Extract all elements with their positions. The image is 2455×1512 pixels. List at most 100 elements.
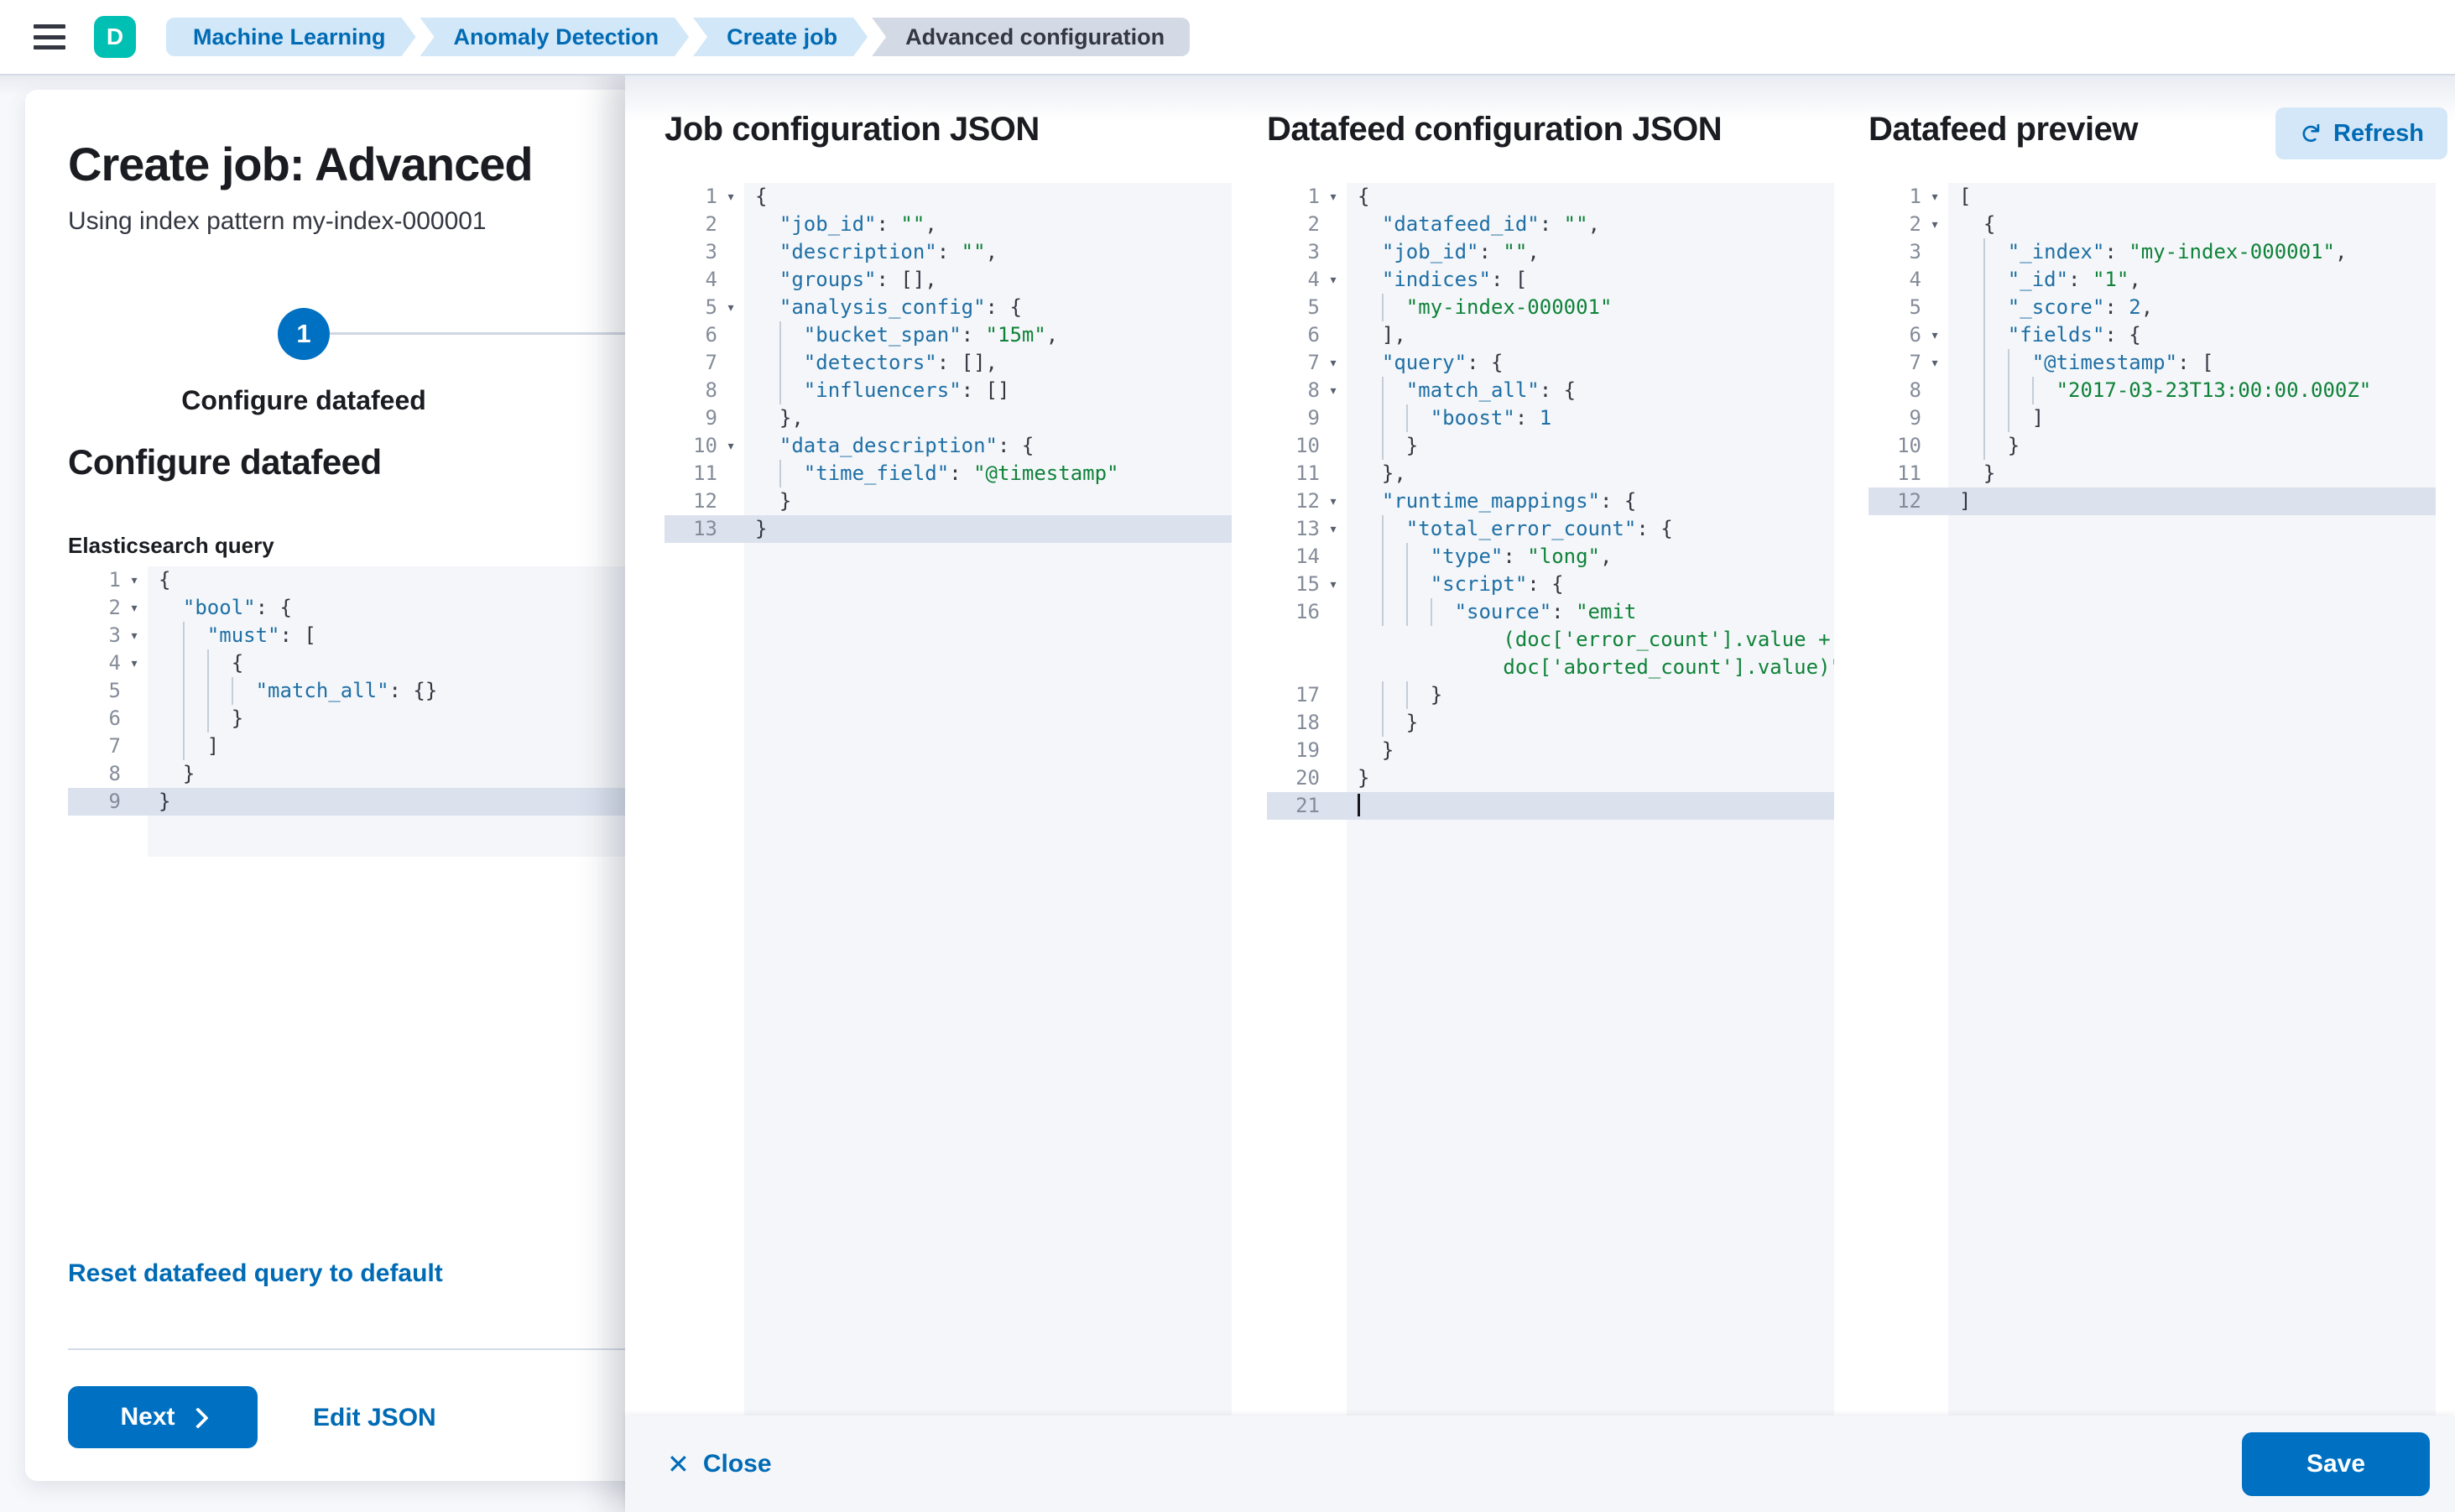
code-content[interactable]: "bucket_span": "15m", bbox=[744, 321, 1232, 349]
code-line[interactable]: 3▾ "must": [ bbox=[68, 622, 663, 649]
datafeed-preview-editor[interactable]: 1▾[2▾ {3 "_index": "my-index-000001",4 "… bbox=[1869, 183, 2436, 1416]
user-avatar[interactable]: D bbox=[94, 16, 136, 58]
code-line[interactable]: 5 "my-index-000001" bbox=[1267, 294, 1834, 321]
code-content[interactable]: "match_all": {} bbox=[148, 677, 663, 705]
code-line[interactable]: 6 ], bbox=[1267, 321, 1834, 349]
code-content[interactable]: "time_field": "@timestamp" bbox=[744, 460, 1232, 487]
code-content[interactable]: "type": "long", bbox=[1347, 543, 1834, 571]
code-line[interactable]: 1▾[ bbox=[1869, 183, 2436, 211]
fold-toggle-icon[interactable]: ▾ bbox=[1930, 354, 1940, 372]
code-content[interactable]: "source": "emit bbox=[1347, 598, 1834, 626]
code-line[interactable]: (doc['error_count'].value + bbox=[1267, 626, 1834, 654]
code-content[interactable]: }, bbox=[744, 404, 1232, 432]
code-line[interactable]: 12] bbox=[1869, 487, 2436, 515]
step-1-indicator[interactable]: 1 bbox=[278, 308, 330, 360]
code-line[interactable]: 7▾ "query": { bbox=[1267, 349, 1834, 377]
datafeed-configuration-json-editor[interactable]: 1▾{2 "datafeed_id": "",3 "job_id": "",4▾… bbox=[1267, 183, 1834, 1416]
code-content[interactable] bbox=[1347, 820, 1834, 1416]
code-content[interactable]: ] bbox=[1948, 487, 2436, 515]
code-line[interactable]: 4▾ "indices": [ bbox=[1267, 266, 1834, 294]
code-line[interactable]: 1▾{ bbox=[1267, 183, 1834, 211]
fold-toggle-icon[interactable]: ▾ bbox=[129, 599, 139, 617]
breadcrumb-item[interactable]: Create job bbox=[693, 18, 868, 56]
code-content[interactable]: "match_all": { bbox=[1347, 377, 1834, 404]
fold-toggle-icon[interactable]: ▾ bbox=[129, 571, 139, 589]
code-line[interactable]: 16 "source": "emit bbox=[1267, 598, 1834, 626]
job-configuration-json-editor[interactable]: 1▾{2 "job_id": "",3 "description": "",4 … bbox=[665, 183, 1232, 1416]
editor-empty-area[interactable] bbox=[68, 816, 663, 857]
code-line[interactable]: 11 "time_field": "@timestamp" bbox=[665, 460, 1232, 487]
code-line[interactable]: 5 "match_all": {} bbox=[68, 677, 663, 705]
code-content[interactable]: }, bbox=[1347, 460, 1834, 487]
fold-toggle-icon[interactable]: ▾ bbox=[1930, 188, 1940, 206]
code-line[interactable]: 7 ] bbox=[68, 733, 663, 760]
breadcrumb-item[interactable]: Anomaly Detection bbox=[420, 18, 690, 56]
code-line[interactable]: 4 "_id": "1", bbox=[1869, 266, 2436, 294]
code-line[interactable]: 11 }, bbox=[1267, 460, 1834, 487]
edit-json-link[interactable]: Edit JSON bbox=[313, 1404, 436, 1431]
code-content[interactable]: ] bbox=[1948, 404, 2436, 432]
code-line[interactable]: 14 "type": "long", bbox=[1267, 543, 1834, 571]
code-line[interactable]: 13} bbox=[665, 515, 1232, 543]
code-line[interactable]: 7 "detectors": [], bbox=[665, 349, 1232, 377]
code-content[interactable]: } bbox=[744, 515, 1232, 543]
code-line[interactable]: 5▾ "analysis_config": { bbox=[665, 294, 1232, 321]
code-content[interactable]: "_id": "1", bbox=[1948, 266, 2436, 294]
code-content[interactable]: } bbox=[148, 760, 663, 788]
fold-toggle-icon[interactable]: ▾ bbox=[1930, 216, 1940, 233]
code-content[interactable]: (doc['error_count'].value + bbox=[1347, 626, 1834, 654]
code-content[interactable]: { bbox=[1347, 183, 1834, 211]
code-content[interactable]: "bool": { bbox=[148, 594, 663, 622]
code-content[interactable]: "fields": { bbox=[1948, 321, 2436, 349]
breadcrumb-item[interactable]: Machine Learning bbox=[166, 18, 416, 56]
code-line[interactable]: 8 } bbox=[68, 760, 663, 788]
code-line[interactable]: 6 } bbox=[68, 705, 663, 733]
code-content[interactable]: "@timestamp": [ bbox=[1948, 349, 2436, 377]
code-line[interactable]: 9 "boost": 1 bbox=[1267, 404, 1834, 432]
code-line[interactable]: 2▾ { bbox=[1869, 211, 2436, 238]
save-button[interactable]: Save bbox=[2242, 1431, 2430, 1496]
fold-toggle-icon[interactable]: ▾ bbox=[1328, 576, 1338, 593]
code-line[interactable]: 7▾ "@timestamp": [ bbox=[1869, 349, 2436, 377]
code-content[interactable]: ] bbox=[148, 733, 663, 760]
code-line[interactable]: 1▾{ bbox=[665, 183, 1232, 211]
code-line[interactable]: doc['aborted_count'].value)" bbox=[1267, 654, 1834, 681]
code-line[interactable]: 9 }, bbox=[665, 404, 1232, 432]
fold-toggle-icon[interactable]: ▾ bbox=[1328, 382, 1338, 399]
code-content[interactable]: } bbox=[1347, 764, 1834, 792]
fold-toggle-icon[interactable]: ▾ bbox=[1328, 493, 1338, 510]
reset-datafeed-query-link[interactable]: Reset datafeed query to default bbox=[68, 1259, 443, 1287]
fold-toggle-icon[interactable]: ▾ bbox=[1328, 354, 1338, 372]
code-line[interactable]: 19 } bbox=[1267, 737, 1834, 764]
code-line[interactable]: 12▾ "runtime_mappings": { bbox=[1267, 487, 1834, 515]
code-line[interactable]: 9} bbox=[68, 788, 663, 816]
code-content[interactable]: "script": { bbox=[1347, 571, 1834, 598]
fold-toggle-icon[interactable]: ▾ bbox=[1328, 188, 1338, 206]
code-line[interactable]: 10 } bbox=[1267, 432, 1834, 460]
code-line[interactable]: 10 } bbox=[1869, 432, 2436, 460]
fold-toggle-icon[interactable]: ▾ bbox=[726, 188, 736, 206]
close-button[interactable]: ✕ Close bbox=[667, 1448, 772, 1480]
code-content[interactable]: "influencers": [] bbox=[744, 377, 1232, 404]
code-line[interactable]: 4▾ { bbox=[68, 649, 663, 677]
code-content[interactable]: "2017-03-23T13:00:00.000Z" bbox=[1948, 377, 2436, 404]
code-line[interactable]: 8 "influencers": [] bbox=[665, 377, 1232, 404]
code-content[interactable]: } bbox=[744, 487, 1232, 515]
code-content[interactable]: { bbox=[1948, 211, 2436, 238]
code-content[interactable]: doc['aborted_count'].value)" bbox=[1347, 654, 1834, 681]
code-content[interactable]: [ bbox=[1948, 183, 2436, 211]
code-line[interactable]: 2 "job_id": "", bbox=[665, 211, 1232, 238]
code-content[interactable]: { bbox=[744, 183, 1232, 211]
code-content[interactable]: } bbox=[1347, 681, 1834, 709]
code-content[interactable]: "description": "", bbox=[744, 238, 1232, 266]
fold-toggle-icon[interactable]: ▾ bbox=[1328, 520, 1338, 538]
code-line[interactable]: 5 "_score": 2, bbox=[1869, 294, 2436, 321]
code-content[interactable]: { bbox=[148, 566, 663, 594]
code-content[interactable]: "_score": 2, bbox=[1948, 294, 2436, 321]
code-content[interactable]: } bbox=[1347, 737, 1834, 764]
code-line[interactable]: 3 "job_id": "", bbox=[1267, 238, 1834, 266]
fold-toggle-icon[interactable]: ▾ bbox=[726, 299, 736, 316]
next-button[interactable]: Next bbox=[68, 1386, 258, 1448]
code-content[interactable]: } bbox=[148, 788, 663, 816]
code-content[interactable] bbox=[744, 543, 1232, 1416]
